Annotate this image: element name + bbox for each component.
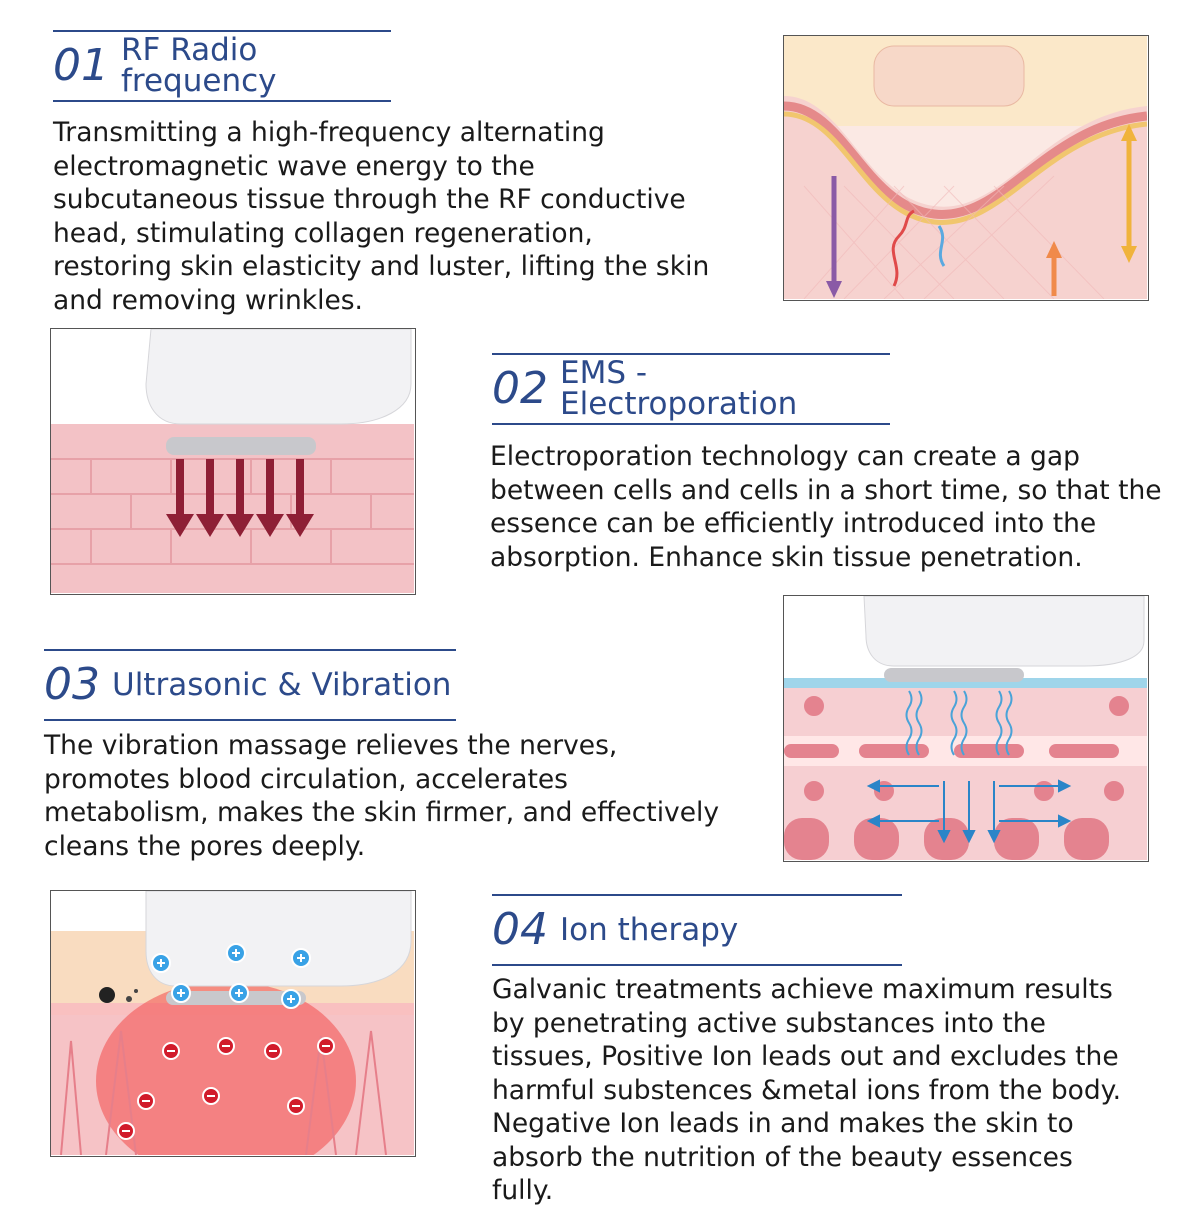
section-02-text: Electroporation technology can create a … bbox=[490, 441, 1162, 573]
section-01-text: Transmitting a high-frequency alternatin… bbox=[53, 117, 710, 316]
section-03-number: 03 bbox=[44, 659, 100, 710]
section-04-text: Galvanic treatments achieve maximum resu… bbox=[492, 974, 1121, 1206]
section-04-number: 04 bbox=[492, 904, 548, 955]
section-02-title: EMS - Electroporation bbox=[560, 355, 798, 422]
section-01-number: 01 bbox=[53, 40, 109, 91]
section-04-heading: 04 Ion therapy bbox=[492, 894, 902, 966]
section-02-heading: 02 EMS - Electroporation bbox=[492, 353, 890, 425]
skin-collagen-illustration bbox=[783, 35, 1149, 301]
section-02-number: 02 bbox=[492, 363, 548, 414]
section-03-text: The vibration massage relieves the nerve… bbox=[44, 730, 720, 862]
section-03-title: Ultrasonic & Vibration bbox=[112, 666, 452, 703]
ultrasonic-vibration-illustration bbox=[783, 595, 1149, 862]
ion-therapy-illustration bbox=[50, 890, 416, 1157]
section-03-heading: 03 Ultrasonic & Vibration bbox=[44, 649, 456, 721]
section-04-title: Ion therapy bbox=[560, 911, 739, 948]
section-01-title: RF Radio frequency bbox=[121, 32, 277, 99]
section-01-heading: 01 RF Radio frequency bbox=[53, 30, 391, 102]
ems-device-arrows-illustration bbox=[50, 328, 416, 595]
